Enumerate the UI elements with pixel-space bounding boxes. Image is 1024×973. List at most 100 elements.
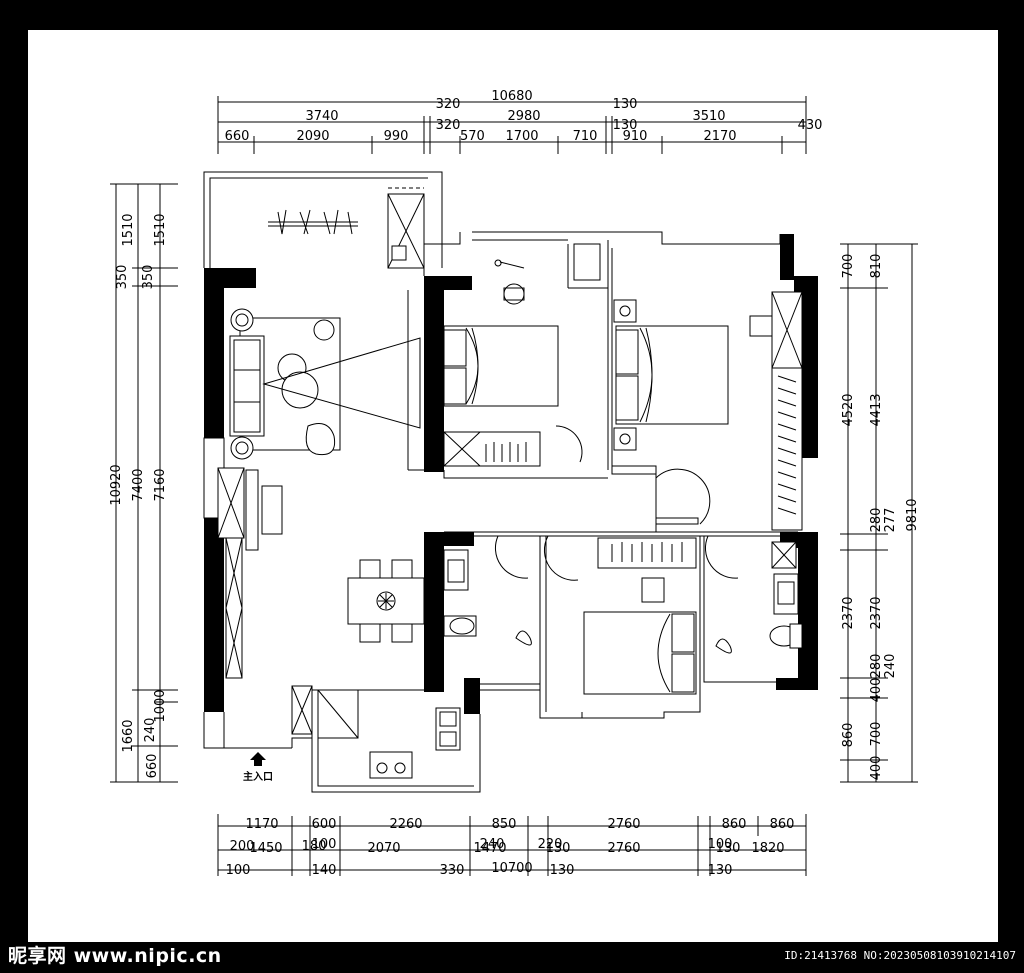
bottom-dimension-chain: 1170 600 2260 850 2760 860 860 200 1450 …	[217, 814, 807, 878]
top-dimension-chain: 10680 3740 320 2980 130 3510 660 2090 99…	[217, 89, 822, 154]
dim-top: 130	[613, 97, 638, 112]
dim-top: 910	[623, 129, 648, 144]
desk-chair	[503, 283, 525, 305]
pillow	[671, 653, 695, 693]
dim-bottom: 130	[546, 841, 571, 856]
dim-left: 10920	[109, 464, 124, 505]
floor-plan-drawing: 10680 3740 320 2980 130 3510 660 2090 99…	[109, 89, 920, 878]
wall	[424, 276, 444, 472]
dim-left: 350	[115, 265, 130, 290]
side-table-lamp	[230, 308, 254, 332]
side-table-lamp	[230, 436, 254, 460]
dim-bottom: 2260	[389, 817, 422, 832]
dim-top: 570	[460, 129, 485, 144]
bathroom-2	[704, 535, 803, 654]
dim-top: 2090	[296, 129, 329, 144]
dim-right: 240	[883, 654, 898, 679]
dining-chair	[359, 559, 381, 579]
dim-bottom: 600	[312, 817, 337, 832]
entrance-label: 主入口	[243, 770, 273, 783]
dim-bottom: 100	[708, 837, 733, 852]
door-swing	[494, 535, 529, 579]
dim-right: 400	[869, 756, 884, 781]
shower-icon	[515, 630, 532, 646]
dim-bottom: 2760	[607, 841, 640, 856]
door-swing	[704, 535, 739, 579]
wall	[204, 518, 224, 712]
clothes-rack-icon	[268, 209, 358, 235]
dim-top: 990	[384, 129, 409, 144]
dim-top: 130	[613, 118, 638, 133]
dim-bottom: 200	[230, 839, 255, 854]
tv-screen	[245, 469, 259, 551]
door-leaf	[655, 517, 699, 525]
desk-chair	[641, 577, 665, 603]
dim-right: 280	[869, 508, 884, 533]
dim-left: 1660	[121, 719, 136, 752]
dim-left: 1000	[153, 689, 168, 722]
door-swing	[555, 425, 583, 463]
storage-cabinet	[225, 537, 243, 679]
dim-top: 320	[436, 118, 461, 133]
dim-bottom: 2760	[607, 817, 640, 832]
dim-total-width: 10680	[491, 89, 532, 104]
dim-right: 700	[841, 254, 856, 279]
watermark-text: 昵享网 www.nipic.cn	[8, 945, 222, 967]
dim-left: 1510	[121, 213, 136, 246]
wall	[204, 268, 224, 438]
dim-left: 350	[141, 265, 156, 290]
right-dimension-chain: 9810 700 810 4520 4413 280 277 2370 2370…	[840, 243, 920, 783]
wall	[464, 678, 480, 714]
living-room	[217, 308, 421, 679]
dim-bottom: 860	[722, 817, 747, 832]
flower-vase-icon	[376, 591, 396, 611]
door-swing	[655, 468, 711, 525]
dim-bottom: 130	[550, 863, 575, 878]
nightstand	[613, 427, 637, 451]
dim-left: 7160	[153, 468, 168, 501]
dim-bottom: 330	[440, 863, 465, 878]
dining-chair	[391, 559, 413, 579]
toilet-tank	[789, 623, 803, 649]
dim-right: 860	[841, 723, 856, 748]
dim-left: 7400	[131, 468, 146, 501]
outline-lines	[203, 171, 798, 793]
bedroom-1	[443, 259, 583, 467]
dim-bottom: 2070	[367, 841, 400, 856]
dim-right: 4413	[869, 393, 884, 426]
dim-bottom: 1470	[473, 841, 506, 856]
shoe-mat	[261, 485, 283, 535]
dim-bottom: 140	[312, 863, 337, 878]
dim-right: 4520	[841, 393, 856, 426]
balcony	[268, 187, 425, 269]
dim-top: 1700	[505, 129, 538, 144]
dim-top: 3510	[692, 109, 725, 124]
dim-top: 2980	[507, 109, 540, 124]
pillow	[443, 367, 467, 405]
wardrobe-hangers	[771, 367, 803, 531]
dim-left: 1510	[153, 213, 168, 246]
dim-top: 710	[573, 129, 598, 144]
dim-left: 240	[143, 718, 158, 743]
dim-top: 320	[436, 97, 461, 112]
dim-top: 2170	[703, 129, 736, 144]
pillow	[615, 375, 639, 421]
pillow	[443, 329, 467, 367]
dim-bottom: 1820	[751, 841, 784, 856]
dim-right: 400	[869, 678, 884, 703]
dim-bottom: 130	[708, 863, 733, 878]
bedroom-3	[543, 535, 697, 695]
stool	[313, 319, 335, 341]
pillow	[671, 613, 695, 653]
wardrobe	[443, 431, 541, 467]
dim-right: 810	[869, 254, 884, 279]
master-bedroom	[613, 291, 803, 531]
dim-total-bottom: 10700	[491, 861, 532, 876]
dining-area	[347, 559, 425, 643]
dim-right: 280	[869, 654, 884, 679]
lounge-chair	[305, 423, 336, 456]
door-swing	[543, 535, 579, 581]
dim-right: 2370	[869, 596, 884, 629]
wall	[776, 678, 818, 690]
bathroom-1	[443, 535, 532, 646]
